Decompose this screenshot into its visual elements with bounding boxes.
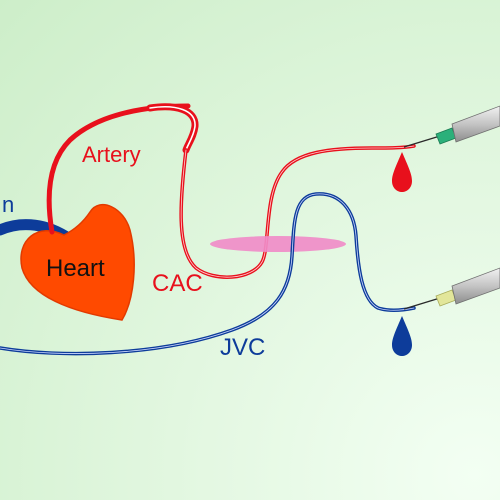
blood-drop-icon-blue [392,316,412,356]
jvc-catheter-highlight [0,193,415,354]
heart-shape [20,203,135,321]
cac-catheter-highlight [180,145,415,278]
artery-hatch-highlight [149,106,196,151]
label-artery: Artery [82,142,141,167]
label-cac: CAC [152,270,203,297]
label-vein-fragment: n [2,192,14,217]
label-jvc: JVC [220,334,265,361]
syringe-icon-bottom [403,267,500,310]
syringe-icon-top [403,105,500,148]
label-heart: Heart [46,255,105,282]
connector-ellipse [210,236,346,252]
blood-drop-icon-red [392,152,412,192]
